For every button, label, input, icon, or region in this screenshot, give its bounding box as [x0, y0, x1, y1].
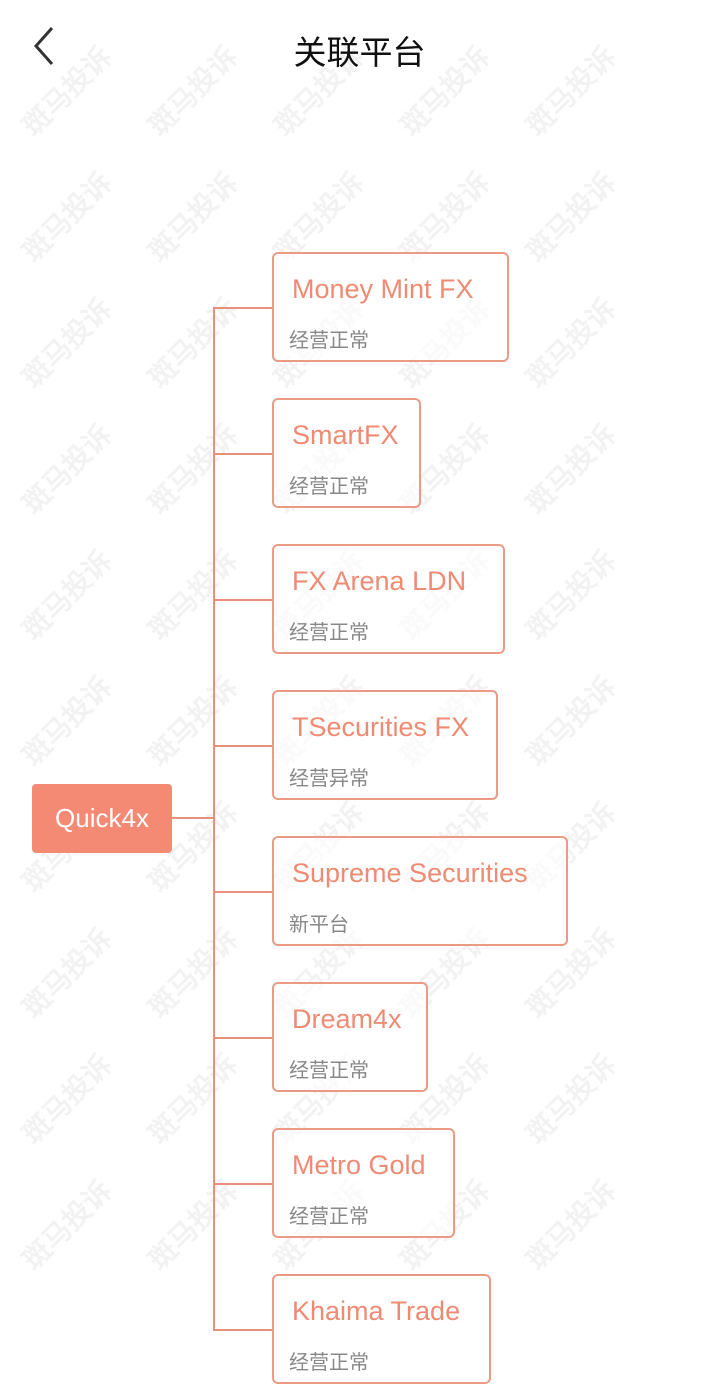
platform-status: 经营异常	[289, 766, 369, 790]
page-title: 关联平台	[293, 33, 426, 72]
platform-name: Money Mint FX	[292, 274, 474, 304]
watermark-text: 斑马投诉	[519, 543, 623, 647]
platform-status: 经营正常	[289, 1058, 369, 1082]
watermark-text: 斑马投诉	[519, 165, 623, 269]
watermark-text: 斑马投诉	[141, 1173, 245, 1277]
back-button[interactable]	[30, 24, 70, 68]
platform-node[interactable]: Money Mint FX 经营正常	[272, 252, 509, 362]
branch-line	[214, 307, 272, 309]
platform-status: 经营正常	[289, 1350, 369, 1374]
platform-status: 经营正常	[289, 474, 369, 498]
root-node[interactable]: Quick4x	[32, 784, 172, 853]
branch-line	[214, 599, 272, 601]
watermark-text: 斑马投诉	[15, 165, 119, 269]
root-node-label: Quick4x	[55, 803, 149, 833]
watermark-text: 斑马投诉	[141, 417, 245, 521]
platform-name: SmartFX	[292, 420, 399, 450]
platform-node[interactable]: TSecurities FX 经营异常	[272, 690, 498, 800]
platform-status: 经营正常	[289, 328, 369, 352]
platform-name: TSecurities FX	[292, 712, 470, 742]
platform-node[interactable]: Metro Gold 经营正常	[272, 1128, 455, 1238]
platform-node[interactable]: FX Arena LDN 经营正常	[272, 544, 505, 654]
platform-name: Supreme Securities	[292, 858, 528, 888]
watermark-text: 斑马投诉	[15, 1173, 119, 1277]
watermark-text: 斑马投诉	[141, 921, 245, 1025]
platform-status: 经营正常	[289, 1204, 369, 1228]
watermark-text: 斑马投诉	[519, 417, 623, 521]
chevron-left-icon	[33, 27, 54, 65]
platform-status: 经营正常	[289, 620, 369, 644]
watermark-text: 斑马投诉	[15, 417, 119, 521]
watermark-text: 斑马投诉	[519, 1173, 623, 1277]
watermark-text: 斑马投诉	[519, 291, 623, 395]
watermark-text: 斑马投诉	[15, 543, 119, 647]
platform-name: Dream4x	[292, 1004, 402, 1034]
watermark-text: 斑马投诉	[519, 1047, 623, 1151]
watermark-text: 斑马投诉	[141, 669, 245, 773]
branch-line	[214, 1037, 272, 1039]
root-connector	[172, 817, 214, 819]
platform-name: Metro Gold	[292, 1150, 426, 1180]
watermark-text: 斑马投诉	[15, 921, 119, 1025]
watermark-text: 斑马投诉	[15, 291, 119, 395]
platform-node[interactable]: Khaima Trade 经营正常	[272, 1274, 491, 1384]
branch-line	[214, 891, 272, 893]
watermark-text: 斑马投诉	[141, 1047, 245, 1151]
platform-status: 新平台	[289, 912, 349, 936]
watermark-text: 斑马投诉	[141, 291, 245, 395]
watermark-text: 斑马投诉	[141, 165, 245, 269]
watermark-text: 斑马投诉	[141, 543, 245, 647]
platform-node[interactable]: SmartFX 经营正常	[272, 398, 421, 508]
branch-line	[214, 1329, 272, 1331]
platform-name: FX Arena LDN	[292, 566, 467, 596]
platform-node[interactable]: Dream4x 经营正常	[272, 982, 428, 1092]
platform-name: Khaima Trade	[292, 1296, 461, 1326]
branch-line	[214, 453, 272, 455]
watermark-text: 斑马投诉	[519, 669, 623, 773]
tree-trunk	[213, 307, 215, 1331]
watermark-text: 斑马投诉	[15, 669, 119, 773]
watermark-text: 斑马投诉	[15, 1047, 119, 1151]
branch-line	[214, 745, 272, 747]
branch-line	[214, 1183, 272, 1185]
platform-node[interactable]: Supreme Securities 新平台	[272, 836, 568, 946]
